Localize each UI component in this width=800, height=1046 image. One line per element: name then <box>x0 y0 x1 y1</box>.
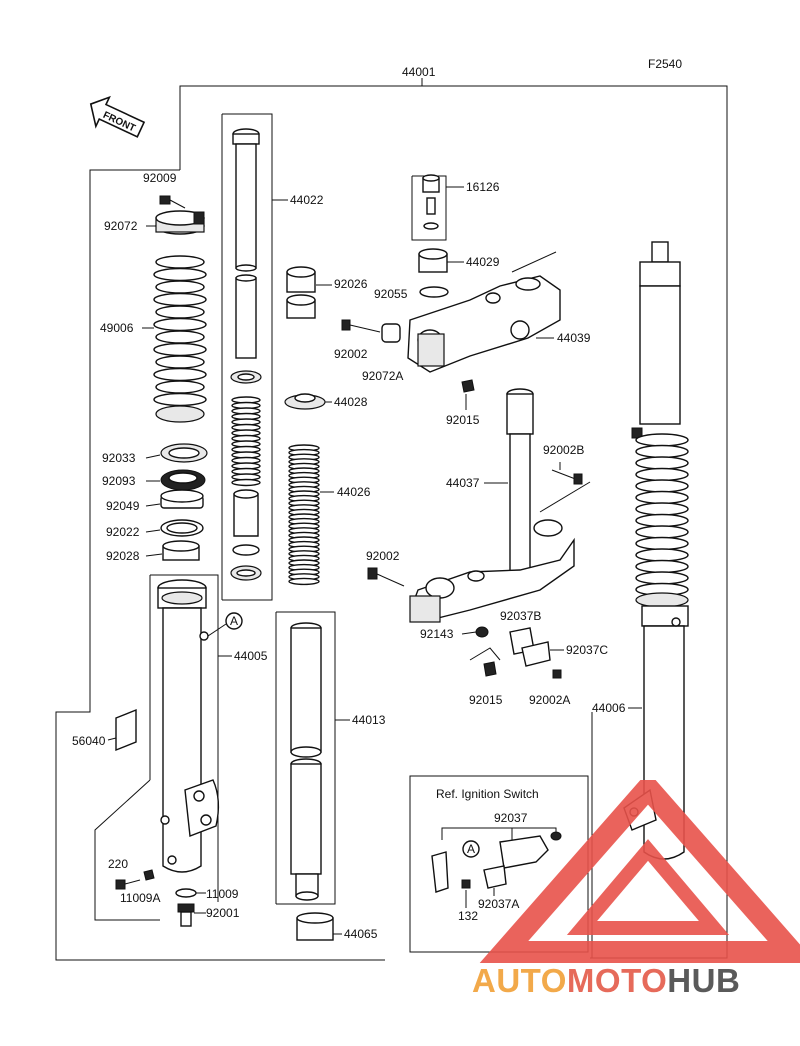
fork-boot-49006 <box>153 255 207 423</box>
callout-44028: 44028 <box>334 395 368 409</box>
callout-92037: 92037 <box>494 811 528 825</box>
right-fork-44006 <box>631 241 681 439</box>
bushing-44065 <box>296 912 334 941</box>
washer-92049 <box>160 489 204 509</box>
watermark-auto: AUTO <box>472 962 567 999</box>
callout-92072: 92072 <box>104 219 138 233</box>
ring-92022 <box>160 519 204 537</box>
bushing-92028 <box>162 540 200 561</box>
stem-nut-44029 <box>418 248 448 273</box>
bushing-92026 <box>286 266 316 319</box>
o-ring-92055 <box>419 286 449 298</box>
upper-bracket-44039 <box>407 275 561 373</box>
bolt-92002-mid <box>367 567 405 587</box>
stem-lower-bracket-44037 <box>409 388 575 623</box>
washer-upper <box>230 370 262 384</box>
callout-92001: 92001 <box>206 906 240 920</box>
washer-92143 <box>475 626 489 638</box>
clamp-92072A <box>381 323 401 343</box>
callout-44026: 44026 <box>337 485 371 499</box>
callout-92026: 92026 <box>334 277 368 291</box>
callout-92033: 92033 <box>102 451 136 465</box>
callout-44039: 44039 <box>557 331 591 345</box>
mark-a-1: A <box>230 614 238 628</box>
bracket-ref <box>431 831 562 893</box>
callout-49006: 49006 <box>100 321 134 335</box>
spacer-piece <box>233 489 259 537</box>
mark-a-2: A <box>467 842 475 856</box>
callout-44001: 44001 <box>402 65 436 79</box>
callout-44065: 44065 <box>344 927 378 941</box>
callout-92002-mid: 92002 <box>366 549 400 563</box>
seal-92093 <box>160 469 206 491</box>
callout-11009: 11009 <box>206 887 239 901</box>
spring-44026 <box>288 444 320 586</box>
callout-92022: 92022 <box>106 525 140 539</box>
seal-92033 <box>160 443 208 463</box>
front-direction-icon: FRONT <box>89 95 146 138</box>
callout-44005: 44005 <box>234 649 268 663</box>
washer-lower <box>230 544 262 581</box>
cap-nut-16126 <box>422 174 440 230</box>
callout-220: 220 <box>108 857 128 871</box>
watermark-moto: MOTO <box>566 962 668 999</box>
nut-11009A <box>143 869 155 881</box>
callout-92037B: 92037B <box>500 609 541 623</box>
bolt-92009 <box>159 195 186 209</box>
inner-tube-44022 <box>232 128 260 359</box>
nut-92015-low <box>483 661 497 677</box>
bolt-92002B <box>551 469 583 485</box>
callout-92015-top: 92015 <box>446 413 480 427</box>
drain-bolt-92001 <box>177 903 195 927</box>
callout-132: 132 <box>458 909 478 923</box>
callout-92093: 92093 <box>102 474 136 488</box>
outer-tube-44005 <box>157 579 220 873</box>
callout-92055: 92055 <box>374 287 408 301</box>
callout-44037: 44037 <box>446 476 480 490</box>
callout-92002-top: 92002 <box>334 347 368 361</box>
callout-92028: 92028 <box>106 549 140 563</box>
watermark-logo-icon <box>479 780 800 963</box>
right-fork-boot <box>635 433 689 608</box>
bolt-92002-top <box>341 319 381 333</box>
callout-56040: 56040 <box>72 734 106 748</box>
washer-11009 <box>175 888 197 898</box>
callout-44013: 44013 <box>352 713 386 727</box>
spring-left <box>231 396 261 487</box>
callout-92002B: 92002B <box>543 443 584 457</box>
ref-box-title: Ref. Ignition Switch <box>436 787 539 801</box>
callout-92037A: 92037A <box>478 897 519 911</box>
callout-44022: 44022 <box>290 193 324 207</box>
callout-92143: 92143 <box>420 627 454 641</box>
callout-92009: 92009 <box>143 171 177 185</box>
bolt-220 <box>115 879 141 890</box>
bolt-92002A <box>552 669 562 679</box>
callout-92002A: 92002A <box>529 693 570 707</box>
callout-92049: 92049 <box>106 499 140 513</box>
callout-11009A: 11009A <box>120 891 160 905</box>
clamp-92072 <box>155 210 205 235</box>
callout-92072A: 92072A <box>362 369 403 383</box>
label-sticker-56040 <box>115 708 137 752</box>
callout-92015-low: 92015 <box>469 693 503 707</box>
callout-16126: 16126 <box>466 180 500 194</box>
clamp-92037C <box>521 641 551 667</box>
drawing-code: F2540 <box>648 57 682 71</box>
nut-92015-top <box>461 379 475 393</box>
watermark-text: AUTOMOTOHUB <box>472 962 740 1000</box>
callout-44029: 44029 <box>466 255 500 269</box>
cap-44028 <box>284 393 326 410</box>
callout-92037C: 92037C <box>566 643 608 657</box>
inner-tube-44013 <box>290 622 322 901</box>
watermark-hub: HUB <box>667 962 741 999</box>
callout-44006: 44006 <box>592 701 626 715</box>
